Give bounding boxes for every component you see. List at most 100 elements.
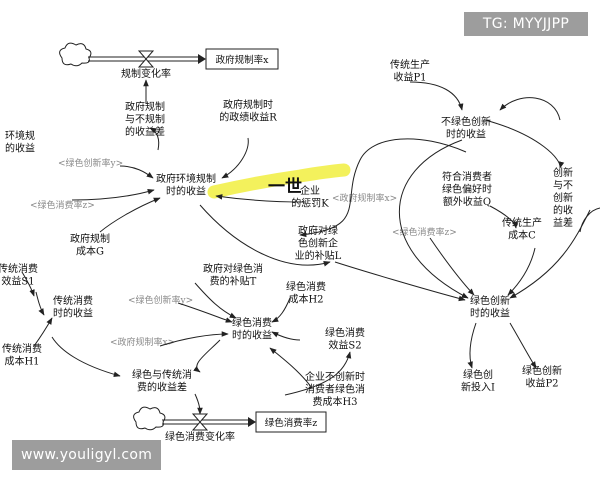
link bbox=[499, 97, 561, 121]
node-green-eff-line: 效益S2 bbox=[328, 339, 361, 352]
node-trad-benefit-line: 传统消费 bbox=[53, 294, 93, 307]
shadow-gov-regulation-rate: <政府规制率x> bbox=[332, 192, 397, 204]
node-reg-perf-line: 政府规制时 bbox=[223, 98, 273, 111]
node-green-cost-h2-line: 绿色消费 bbox=[286, 280, 326, 293]
node-green-benefit-line: 绿色消费 bbox=[232, 316, 272, 329]
link bbox=[429, 237, 475, 296]
node-trad-cost-h1-line: 成本H1 bbox=[4, 355, 39, 368]
link bbox=[71, 189, 155, 201]
shadow-green-innovation-rate: <绿色创新率y> bbox=[128, 294, 193, 306]
shadow-green-innovation-rate: <绿色创新率y> bbox=[58, 157, 123, 169]
link bbox=[507, 247, 536, 296]
node-reg-diff-line: 政府规制 bbox=[125, 100, 165, 113]
link bbox=[35, 291, 45, 316]
link bbox=[119, 165, 154, 179]
node-green-innov-line: 时的收益 bbox=[470, 307, 510, 320]
link bbox=[334, 261, 466, 302]
link bbox=[199, 204, 331, 267]
node-trad-cost-h1-line: 传统消费 bbox=[2, 342, 42, 355]
shadow-layer: <绿色创新率y> <绿色消费率z> <政府规制率x> <绿色消费率z> <绿色创… bbox=[30, 157, 457, 348]
node-subsidy-l-line: 色创新企 bbox=[298, 237, 338, 250]
node-trad-cost-c-line: 传统生产 bbox=[502, 216, 542, 229]
node-innov-diff-line: 的收 bbox=[553, 204, 573, 217]
link bbox=[284, 351, 352, 396]
node-green-eff-line: 绿色消费 bbox=[325, 326, 365, 339]
node-green-benefit-line: 时的收益 bbox=[232, 329, 272, 342]
link bbox=[194, 393, 203, 415]
link bbox=[149, 127, 160, 151]
node-env-reg-benefit-line: 政府环境规制 bbox=[156, 172, 216, 185]
node-gov-cost-line: 政府规制 bbox=[70, 232, 110, 245]
node-trad-prod-line: 收益P1 bbox=[393, 71, 426, 84]
node-non-green-line: 不绿色创新 bbox=[441, 115, 491, 128]
node-gov-cost-line: 成本G bbox=[76, 245, 104, 258]
link bbox=[221, 137, 249, 179]
rate-green-consumption-change: 绿色消费变化率 bbox=[165, 430, 235, 443]
link bbox=[99, 197, 161, 233]
valve-icon bbox=[191, 413, 209, 431]
cloud-icon bbox=[59, 42, 92, 67]
link bbox=[21, 271, 35, 297]
node-reg-perf-line: 的政绩收益R bbox=[219, 111, 277, 124]
link bbox=[51, 336, 121, 378]
telegram-watermark: TG: MYYJJPP bbox=[464, 12, 588, 36]
node-trad-cost-c-line: 成本C bbox=[508, 229, 536, 242]
node-trad-eff-line: 效益S1 bbox=[1, 275, 34, 288]
node-penalty-line: 的惩罚K bbox=[291, 197, 329, 210]
shadow-green-consumption-rate: <绿色消费率z> bbox=[30, 199, 95, 211]
link bbox=[33, 317, 53, 347]
node-innov-diff-line: 与不 bbox=[553, 180, 573, 192]
link bbox=[509, 209, 591, 299]
highlighter-stroke bbox=[207, 163, 351, 199]
link bbox=[509, 322, 537, 369]
green-consumption-flow: 绿色消费率z 绿色消费变化率 bbox=[133, 406, 327, 443]
node-noninnov-cost-line: 费成本H3 bbox=[312, 395, 357, 408]
node-green-vs-trad-line: 绿色与传统消 bbox=[132, 368, 192, 381]
node-trad-prod-line: 传统生产 bbox=[390, 58, 430, 71]
node-subsidy-l-line: 业的补贴L bbox=[295, 249, 342, 262]
node-green-pref-line: 额外收益Q bbox=[443, 195, 491, 208]
node-env-reg-left-line: 环境规 bbox=[5, 129, 35, 142]
link bbox=[489, 205, 518, 229]
node-green-innov-line: 绿色创新 bbox=[470, 294, 510, 307]
link bbox=[193, 339, 221, 373]
node-innov-input-line: 绿色创 bbox=[463, 368, 493, 381]
cloud-icon bbox=[133, 406, 166, 431]
shadow-green-consumption-rate: <绿色消费率z> bbox=[392, 226, 457, 238]
level-gov-reg-rate-label: 政府规制率x bbox=[216, 54, 270, 66]
link bbox=[269, 347, 313, 389]
node-innov-diff-line: 创新 bbox=[553, 191, 573, 204]
node-green-cost-h2-line: 成本H2 bbox=[288, 293, 323, 306]
node-layer: 政府规制与不规制的收益差环境规的收益政府规制时的政绩收益R政府环境规制时的收益企… bbox=[0, 58, 573, 408]
node-green-pref-line: 绿色偏好时 bbox=[442, 183, 492, 196]
node-subsidy-t-line: 政府对绿色消 bbox=[203, 262, 263, 275]
overlay-stroke-text: 一世 bbox=[268, 177, 302, 197]
node-reg-diff-line: 与不规制 bbox=[125, 113, 165, 126]
node-innov-diff-line: 创新 bbox=[553, 166, 573, 179]
node-env-reg-benefit-line: 时的收益 bbox=[166, 185, 206, 198]
edge-arc bbox=[579, 207, 600, 233]
link bbox=[177, 302, 233, 323]
node-trad-eff-line: 传统消费 bbox=[0, 262, 38, 275]
node-green-vs-trad-line: 费的收益差 bbox=[137, 381, 187, 394]
link bbox=[194, 282, 237, 319]
valve-icon bbox=[137, 50, 155, 68]
link bbox=[271, 297, 291, 323]
node-innov-benefit-p2-line: 收益P2 bbox=[525, 377, 558, 390]
node-reg-diff-line: 的收益差 bbox=[125, 125, 165, 138]
link bbox=[467, 322, 477, 369]
link bbox=[159, 331, 229, 347]
website-watermark: www.youligyl.com bbox=[12, 440, 162, 470]
link bbox=[399, 139, 469, 299]
node-innov-input-line: 新投入I bbox=[461, 381, 495, 394]
node-innov-benefit-p2-line: 绿色创新 bbox=[522, 364, 562, 377]
level-green-consumption-rate-label: 绿色消费率z bbox=[265, 417, 318, 429]
rate-gov-reg-change: 规制变化率 bbox=[121, 67, 171, 80]
node-env-reg-left-line: 的收益 bbox=[5, 142, 35, 155]
link bbox=[215, 194, 306, 203]
link bbox=[484, 119, 565, 169]
node-non-green-line: 时的收益 bbox=[446, 128, 486, 141]
level-gov-reg-rate bbox=[205, 48, 279, 70]
node-green-pref-line: 符合消费者 bbox=[442, 170, 492, 183]
